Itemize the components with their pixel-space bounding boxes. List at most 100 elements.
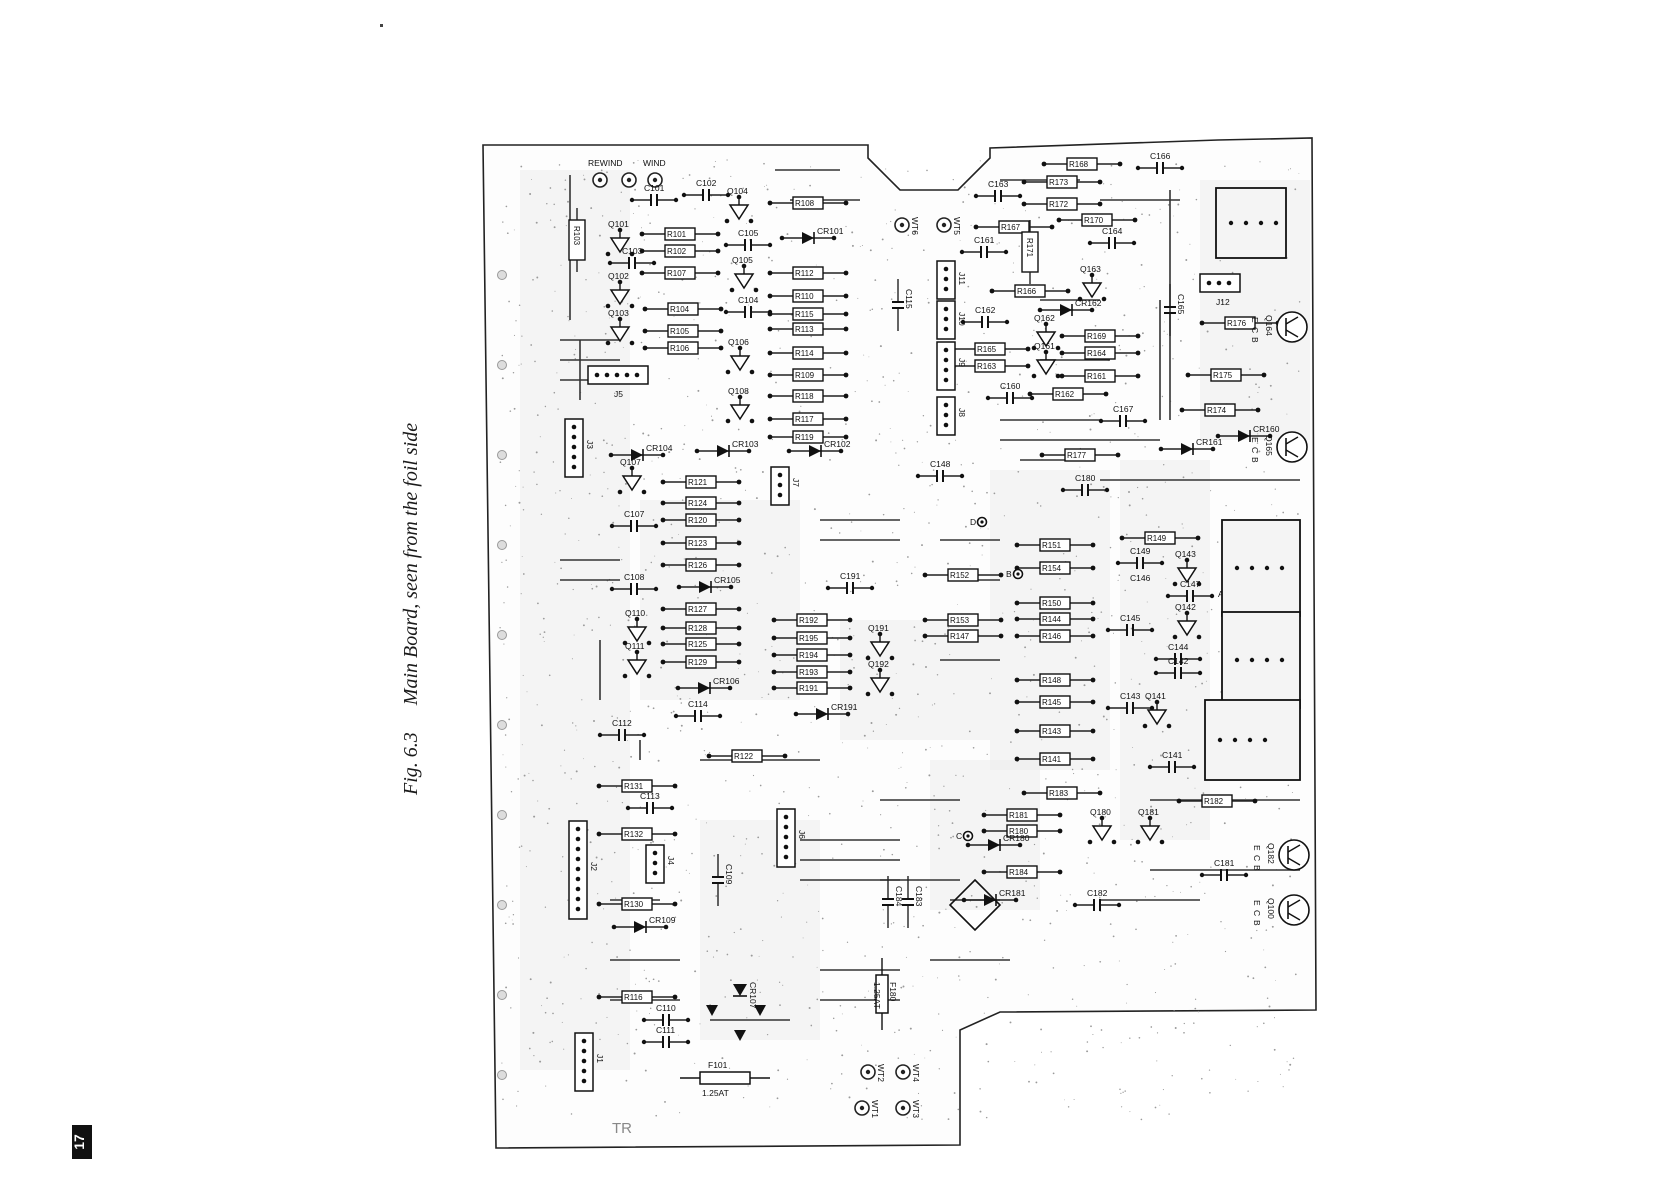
foil-stipple: [906, 1117, 908, 1119]
mounting-hole: [497, 900, 507, 910]
heatsink-pin: [1234, 565, 1240, 571]
foil-stipple: [841, 439, 843, 441]
foil-stipple: [1086, 1050, 1089, 1053]
foil-stipple: [941, 745, 943, 747]
foil-stipple: [1071, 768, 1074, 771]
foil-stipple: [627, 303, 629, 305]
foil-stipple: [967, 391, 970, 394]
transistor-pad: [646, 673, 652, 679]
diode-body: [802, 232, 814, 244]
mounting-hole: [497, 720, 507, 730]
foil-stipple: [1141, 497, 1144, 500]
foil-stipple: [660, 427, 663, 430]
foil-stipple: [1220, 920, 1222, 923]
foil-stipple: [985, 1043, 988, 1046]
foil-stipple: [1120, 1042, 1122, 1044]
foil-stipple: [1136, 486, 1139, 489]
fuse-f180-rating: 1.25AT: [872, 982, 882, 1009]
resistor-pad: [1027, 391, 1033, 397]
connector-pin: [575, 826, 581, 832]
diode-label: CR161: [1196, 437, 1223, 447]
foil-stipple: [1218, 651, 1220, 653]
transistor-pad: [1043, 321, 1049, 327]
foil-stipple: [898, 707, 901, 710]
resistor-body: [621, 897, 653, 911]
foil-stipple: [1286, 413, 1288, 415]
diode-pad: [608, 452, 614, 458]
foil-stipple: [1102, 485, 1105, 488]
foil-stipple: [971, 490, 973, 493]
resistor-body: [947, 568, 979, 582]
foil-stipple: [734, 467, 737, 469]
resistor-pad: [1261, 372, 1267, 378]
foil-stipple: [849, 513, 851, 515]
resistor-pad: [639, 270, 645, 276]
resistor-body: [792, 412, 824, 426]
capacitor-pad: [960, 319, 966, 325]
diode-label: CR106: [713, 676, 740, 686]
capacitor-pad: [673, 713, 679, 719]
foil-stipple: [714, 275, 717, 278]
foil-stipple: [934, 642, 937, 645]
capacitor-label: C115: [904, 289, 914, 309]
foil-stipple: [1120, 1092, 1122, 1094]
foil-stipple: [892, 922, 895, 924]
foil-stipple: [897, 1057, 900, 1059]
foil-stipple: [551, 310, 554, 312]
foil-stipple: [585, 311, 587, 313]
foil-stipple: [1257, 433, 1259, 435]
foil-stipple: [1257, 391, 1259, 394]
foil-stipple: [618, 766, 621, 769]
foil-stipple: [697, 358, 699, 360]
foil-stipple: [1056, 909, 1059, 912]
foil-stipple: [917, 693, 919, 696]
foil-stipple: [544, 906, 547, 908]
resistor-pad: [639, 231, 645, 237]
connector-pin: [575, 876, 581, 882]
heatsink-pin: [1279, 657, 1285, 663]
foil-stipple: [585, 279, 587, 281]
foil-stipple: [506, 885, 508, 887]
foil-stipple: [637, 849, 639, 851]
foil-stipple: [1151, 809, 1153, 812]
transistor-pad: [1166, 723, 1172, 729]
foil-stipple: [1122, 1091, 1124, 1093]
resistor-label: R107: [667, 269, 687, 278]
foil-stipple: [536, 704, 538, 706]
foil-stipple: [1263, 1022, 1265, 1025]
foil-stipple: [1271, 925, 1274, 928]
resistor-label: R150: [1042, 599, 1062, 608]
resistor-pad: [847, 669, 853, 675]
foil-stipple: [830, 527, 833, 529]
resistor-pad: [843, 434, 849, 440]
foil-stipple: [1030, 588, 1032, 590]
transistor-pad: [737, 345, 743, 351]
resistor-body: [664, 244, 696, 258]
foil-stipple: [776, 1097, 779, 1100]
foil-stipple: [678, 533, 680, 535]
foil-stipple: [1097, 618, 1099, 619]
resistor-pad: [843, 293, 849, 299]
foil-stipple: [1033, 329, 1035, 332]
foil-stipple: [854, 391, 856, 393]
marker-letter: D: [970, 517, 976, 527]
capacitor-pad: [1243, 872, 1249, 878]
foil-stipple: [920, 1105, 923, 1107]
transistor-pad: [1159, 839, 1165, 845]
foil-stipple: [996, 243, 998, 245]
transistor-pad: [865, 691, 871, 697]
foil-stipple: [1195, 198, 1198, 201]
foil-stipple: [1202, 572, 1204, 574]
foil-stipple: [640, 296, 642, 298]
capacitor-pad: [959, 249, 965, 255]
foil-stipple: [1018, 373, 1021, 376]
foil-stipple: [870, 722, 873, 724]
resistor-label: R162: [1055, 390, 1075, 399]
foil-stipple: [1197, 1010, 1200, 1013]
foil-stipple: [822, 949, 824, 952]
transistor-pad: [889, 691, 895, 697]
foil-stipple: [957, 1108, 960, 1111]
foil-stipple: [533, 1055, 535, 1057]
resistor-body: [1039, 752, 1071, 766]
resistor-pad: [998, 633, 1004, 639]
